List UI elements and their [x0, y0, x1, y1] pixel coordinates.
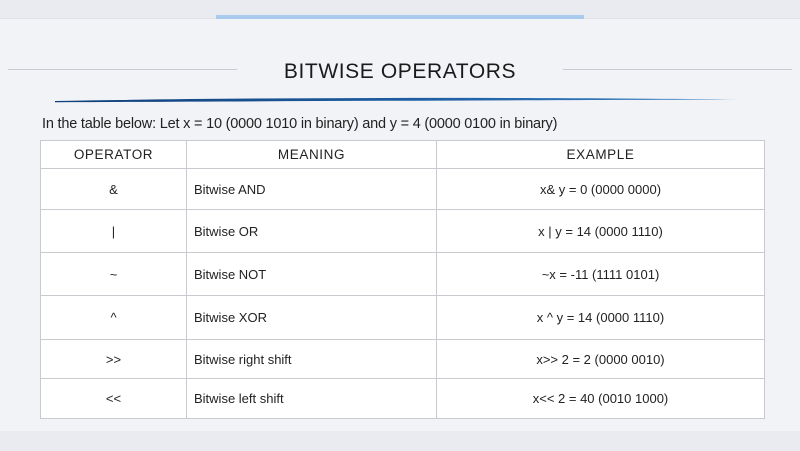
- meaning-cell: Bitwise left shift: [186, 378, 437, 419]
- table-row: & Bitwise AND x& y = 0 (0000 0000): [40, 168, 765, 210]
- example-cell: x<< 2 = 40 (0010 1000): [436, 378, 765, 419]
- table-row: ~ Bitwise NOT ~x = -11 (1111 0101): [40, 252, 765, 296]
- slide-title: BITWISE OPERATORS: [283, 60, 517, 83]
- bottom-bar: [0, 431, 800, 451]
- meaning-cell: Bitwise XOR: [186, 295, 437, 340]
- operator-cell: ~: [40, 252, 187, 296]
- intro-text: In the table below: Let x = 10 (0000 101…: [42, 116, 558, 132]
- example-cell: x>> 2 = 2 (0000 0010): [436, 339, 765, 379]
- operator-cell: &: [40, 168, 187, 210]
- meaning-cell: Bitwise NOT: [186, 252, 437, 296]
- example-cell: x | y = 14 (0000 1110): [436, 209, 765, 253]
- operator-cell: <<: [40, 378, 187, 419]
- example-cell: x& y = 0 (0000 0000): [436, 168, 765, 210]
- title-rule-right: [563, 69, 792, 70]
- table-row: | Bitwise OR x | y = 14 (0000 1110): [40, 209, 765, 253]
- operator-cell: >>: [40, 339, 187, 379]
- header-meaning: MEANING: [186, 140, 437, 169]
- title-underline-swoosh: [55, 97, 740, 103]
- example-cell: x ^ y = 14 (0000 1110): [436, 295, 765, 340]
- operator-cell: ^: [40, 295, 187, 340]
- meaning-cell: Bitwise right shift: [186, 339, 437, 379]
- table-row: << Bitwise left shift x<< 2 = 40 (0010 1…: [40, 378, 765, 419]
- table-header-row: OPERATOR MEANING EXAMPLE: [40, 140, 765, 169]
- table-row: ^ Bitwise XOR x ^ y = 14 (0000 1110): [40, 295, 765, 340]
- header-operator: OPERATOR: [40, 140, 187, 169]
- top-accent-bar: [216, 15, 584, 19]
- operators-table: OPERATOR MEANING EXAMPLE & Bitwise AND x…: [40, 140, 765, 419]
- title-rule-left: [8, 69, 237, 70]
- meaning-cell: Bitwise AND: [186, 168, 437, 210]
- operator-cell: |: [40, 209, 187, 253]
- example-cell: ~x = -11 (1111 0101): [436, 252, 765, 296]
- meaning-cell: Bitwise OR: [186, 209, 437, 253]
- table-row: >> Bitwise right shift x>> 2 = 2 (0000 0…: [40, 339, 765, 379]
- header-example: EXAMPLE: [436, 140, 765, 169]
